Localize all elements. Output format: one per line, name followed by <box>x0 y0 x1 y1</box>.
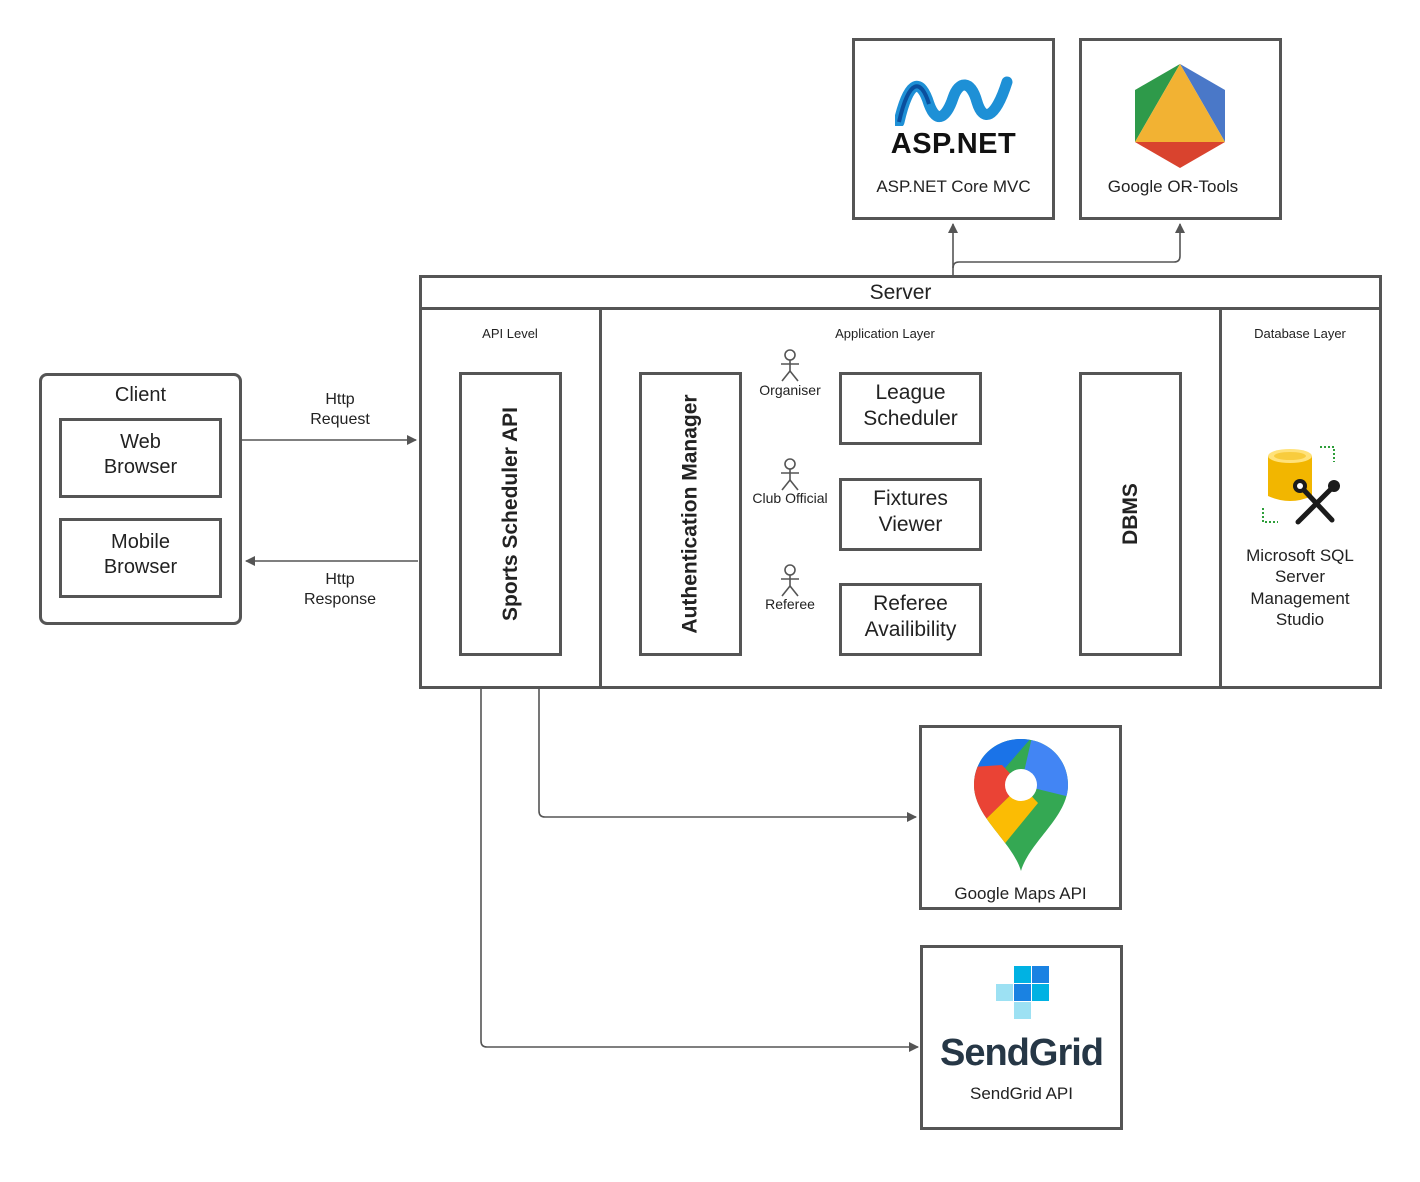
fixtures-viewer-box <box>839 478 982 551</box>
ortools-label: Google OR-Tools <box>1107 177 1239 196</box>
referee-availability-label: Referee Availibility <box>864 592 957 642</box>
referee-label: Referee <box>765 596 815 612</box>
referee-actor-icon <box>781 564 799 597</box>
club-official-label: Club Official <box>752 490 828 506</box>
aspnet-label: ASP.NET Core MVC <box>876 177 1031 196</box>
http-request-label: Http Request <box>310 391 370 428</box>
league-scheduler-label: League Scheduler <box>863 381 958 431</box>
sports-scheduler-api-label: Sports Scheduler API <box>498 407 522 621</box>
mobile-browser-label: Mobile Browser <box>103 531 178 578</box>
sendgrid-label: SendGrid API <box>969 1084 1073 1103</box>
database-layer-label: Database Layer <box>1254 326 1346 341</box>
api-level-label: API Level <box>482 326 538 341</box>
api-layer-divider <box>599 308 602 688</box>
organiser-label: Organiser <box>759 382 821 398</box>
sports-scheduler-api-box: Sports Scheduler API <box>459 372 562 656</box>
league-scheduler-box <box>839 372 982 445</box>
aspnet-logo-text: ASP.NET <box>890 128 1017 160</box>
aspnet-logo-icon <box>895 76 1013 126</box>
organiser-actor-icon <box>781 349 799 382</box>
google-maps-label: Google Maps API <box>954 884 1087 903</box>
application-layer-label: Application Layer <box>835 326 935 341</box>
authentication-manager-box: Authentication Manager <box>639 372 742 656</box>
http-response-label: Http Response <box>303 571 377 608</box>
web-browser-box <box>59 418 222 498</box>
sql-server-management-studio-icon <box>1262 446 1340 525</box>
aspnet-box <box>852 38 1055 220</box>
server-title-bar <box>419 275 1382 310</box>
dbms-label: DBMS <box>1118 483 1142 545</box>
google-maps-pin-icon <box>974 739 1068 871</box>
client-title: Client <box>114 384 167 406</box>
dbms-box: DBMS <box>1079 372 1182 656</box>
db-layer-divider <box>1219 308 1222 688</box>
club-official-actor-icon <box>781 458 799 491</box>
sendgrid-logo-text: SendGrid <box>939 1032 1104 1074</box>
server-title: Server <box>869 281 932 304</box>
google-ortools-icon <box>1135 64 1225 168</box>
sql-server-label: Microsoft SQL Server Management Studio <box>1246 546 1354 629</box>
authentication-manager-label: Authentication Manager <box>678 394 702 634</box>
mobile-browser-box <box>59 518 222 598</box>
web-browser-label: Web Browser <box>103 431 178 478</box>
league-ortools-arrow <box>952 223 1185 269</box>
sendgrid-logo-icon <box>996 966 1049 1019</box>
fixtures-viewer-label: Fixtures Viewer <box>873 487 948 537</box>
api-sendgrid-arrow <box>476 659 919 1052</box>
referee-availability-box <box>839 583 982 656</box>
